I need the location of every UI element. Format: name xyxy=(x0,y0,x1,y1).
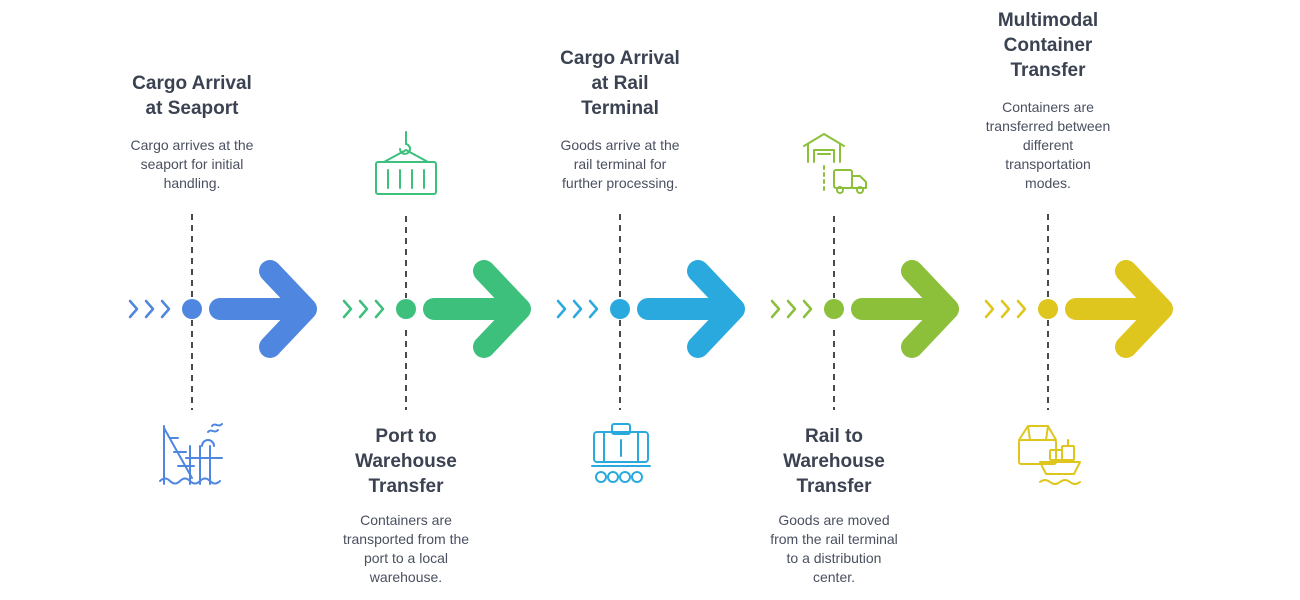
step-5: Multimodal Container Transfer Containers… xyxy=(948,0,1148,600)
step-1: Cargo Arrival at Seaport Cargo arrives a… xyxy=(92,0,292,600)
arrow-head-icon xyxy=(687,260,745,358)
step-description: Goods arrive at the rail terminal for fu… xyxy=(560,137,680,191)
crane-container-icon xyxy=(375,131,437,195)
box-ship-icon xyxy=(1018,425,1081,485)
arrow-head-icon xyxy=(1115,260,1173,358)
step-2: Port to Warehouse Transfer Containers ar… xyxy=(306,0,506,600)
chevron-icon xyxy=(984,299,995,319)
chevron-icon xyxy=(128,299,139,319)
timeline-dot xyxy=(182,299,202,319)
step-title: Cargo Arrival at Seaport xyxy=(132,73,252,119)
chevron-icon xyxy=(358,299,369,319)
step-title: Cargo Arrival at Rail Terminal xyxy=(560,48,680,119)
timeline-dot xyxy=(610,299,630,319)
chevron-icon xyxy=(374,299,385,319)
chevron-icon xyxy=(770,299,781,319)
arrow-head-icon xyxy=(901,260,959,358)
chevron-icon xyxy=(802,299,813,319)
arrow-head-icon xyxy=(259,260,317,358)
step-description: Cargo arrives at the seaport for initial… xyxy=(130,137,254,191)
step-description: Containers are transferred between diffe… xyxy=(985,99,1111,191)
step-title: Rail to Warehouse Transfer xyxy=(783,426,885,497)
step-title: Multimodal Container Transfer xyxy=(997,10,1099,81)
chevron-icon xyxy=(588,299,599,319)
timeline-dot xyxy=(396,299,416,319)
timeline-dot xyxy=(1038,299,1058,319)
step-3: Cargo Arrival at Rail Terminal Goods arr… xyxy=(520,0,720,600)
step-title: Port to Warehouse Transfer xyxy=(355,426,457,497)
chevron-icon xyxy=(572,299,583,319)
arrow-head-icon xyxy=(473,260,531,358)
chevron-icon xyxy=(1016,299,1027,319)
timeline-dot xyxy=(824,299,844,319)
step-description: Goods are moved from the rail terminal t… xyxy=(770,512,898,585)
warehouse-truck-icon xyxy=(803,133,867,194)
chevron-icon xyxy=(556,299,567,319)
chevron-icon xyxy=(1000,299,1011,319)
offshore-platform-icon xyxy=(159,423,223,485)
chevron-icon xyxy=(144,299,155,319)
chevron-icon xyxy=(342,299,353,319)
chevron-icon xyxy=(160,299,171,319)
freight-railcar-icon xyxy=(591,423,651,483)
step-description: Containers are transported from the port… xyxy=(342,512,470,585)
chevron-icon xyxy=(786,299,797,319)
step-4: Rail to Warehouse Transfer Goods are mov… xyxy=(734,0,934,600)
